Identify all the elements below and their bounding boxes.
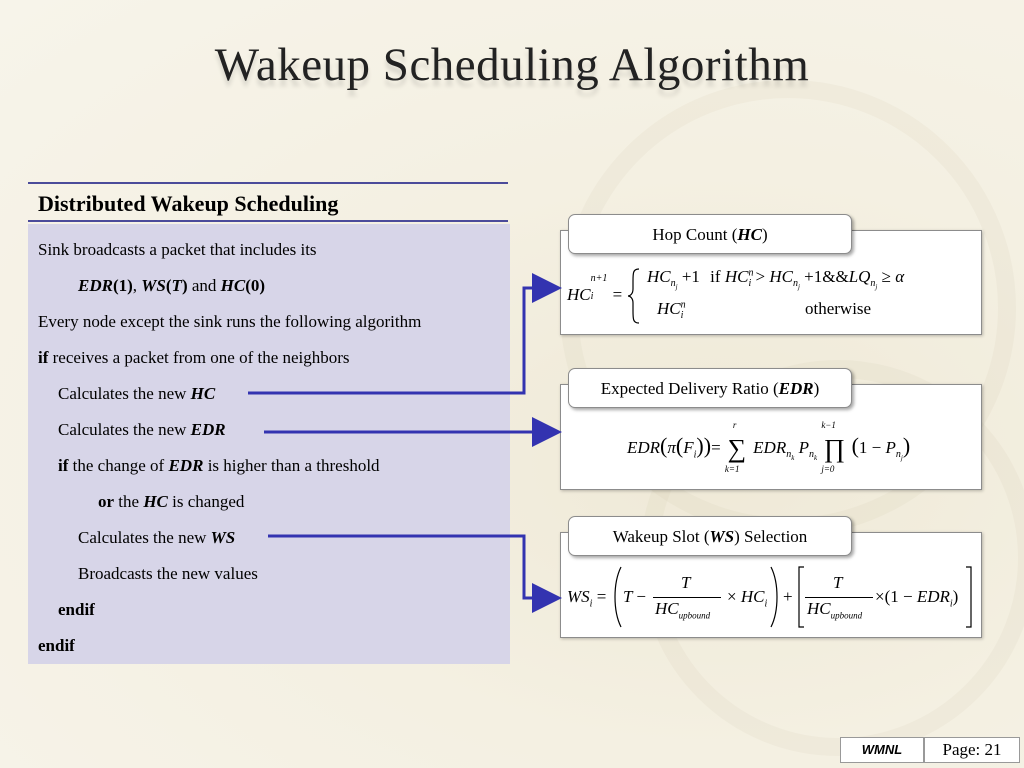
algo-line-5: Calculates the new HC [58, 384, 215, 404]
ws-frac-2-den: HCupbound [807, 599, 863, 621]
ws-paren-right-icon [770, 566, 778, 628]
ws-var: WS [709, 527, 735, 546]
algo-line-11: endif [58, 600, 95, 620]
ws-floor-right-icon [966, 566, 972, 628]
hc-arg: (0) [245, 276, 266, 295]
edr-var: EDR [78, 276, 113, 295]
hc-case-1: HCnj +1 if HCni > HCnj +1&&LQnj ≥ α [647, 267, 905, 292]
algo-line-2: EDR(1), WS(T) and HC(0) [78, 276, 265, 296]
ws-panel-tab: Wakeup Slot (WS) Selection [568, 516, 852, 556]
hc-otherwise: otherwise [805, 299, 872, 318]
tab-label: Wakeup Slot ( [612, 527, 710, 546]
ws-frac-1-num: T [681, 573, 691, 592]
algo-line-7: if the change of EDR is higher than a th… [58, 456, 380, 476]
algo-text: Every node except the sink runs the foll… [38, 312, 422, 331]
ws-plus: + [783, 587, 793, 606]
tab-label: ) [761, 225, 768, 244]
edr-arg: (1) [112, 276, 133, 295]
algo-text: is higher than a threshold [203, 456, 380, 475]
lab-badge: WMNL [840, 737, 924, 763]
algo-line-1: Sink broadcasts a packet that includes i… [38, 240, 317, 260]
ws-var: WS [210, 528, 236, 547]
ws-frac-2-num: T [833, 573, 843, 592]
ws-term-t: T − [623, 587, 646, 606]
tab-label: Expected Delivery Ratio ( [600, 379, 779, 398]
algo-text: Calculates the new [78, 528, 211, 547]
algorithm-body: Sink broadcasts a packet that includes i… [28, 224, 510, 664]
brace-icon [627, 268, 640, 324]
tab-label: ) Selection [734, 527, 808, 546]
ws-floor-left-icon [798, 566, 804, 628]
algo-text: Calculates the new [58, 384, 191, 403]
arrow-hc [248, 273, 562, 395]
algo-text: Broadcasts the new values [78, 564, 258, 583]
ws-paren-left-icon [614, 566, 622, 628]
and-word: and [187, 276, 221, 295]
edr-panel-tab: Expected Delivery Ratio (EDR) [568, 368, 852, 408]
endif-keyword: endif [58, 600, 95, 619]
algo-text: the change of [68, 456, 169, 475]
paren: ) [181, 276, 188, 295]
edr-var: EDR [778, 379, 814, 398]
algo-text: is changed [167, 492, 245, 511]
or-keyword: or [98, 492, 115, 511]
arrow-ws [268, 534, 562, 613]
hc-case-2: HCni [657, 299, 686, 322]
edr-var: EDR [190, 420, 226, 439]
ws-arg: T [171, 276, 182, 295]
algo-line-9: Calculates the new WS [78, 528, 235, 548]
if-keyword: if [58, 456, 69, 475]
algo-line-3: Every node except the sink runs the foll… [38, 312, 421, 332]
algo-line-10: Broadcasts the new values [78, 564, 258, 584]
ws-formula: WSi = [567, 587, 607, 610]
hc-var: HC [190, 384, 216, 403]
tab-label: Hop Count ( [652, 225, 738, 244]
hc-var: HC [737, 225, 762, 244]
algo-line-6: Calculates the new EDR [58, 420, 226, 440]
algo-text: Sink broadcasts a packet that includes i… [38, 240, 317, 259]
paren: ( [165, 276, 172, 295]
tab-label: ) [813, 379, 820, 398]
page-number: Page: 21 [924, 737, 1020, 763]
separator: , [132, 276, 142, 295]
algo-line-12: endif [38, 636, 75, 656]
fraction-bar [653, 597, 721, 598]
edr-var: EDR [168, 456, 204, 475]
hc-panel-tab: Hop Count (HC) [568, 214, 852, 254]
if-keyword: if [38, 348, 49, 367]
hc-var: HC [220, 276, 246, 295]
ws-term-hc: × HCi [727, 587, 768, 610]
algo-text: the [114, 492, 144, 511]
algo-line-4: if receives a packet from one of the nei… [38, 348, 350, 368]
algo-text: Calculates the new [58, 420, 191, 439]
algo-text: receives a packet from one of the neighb… [48, 348, 350, 367]
ws-term-edr: ×(1 − EDRi) [875, 587, 959, 610]
fraction-bar [805, 597, 873, 598]
algorithm-heading-bar: Distributed Wakeup Scheduling [28, 182, 508, 222]
hc-var: HC [143, 492, 168, 511]
slide-title: Wakeup Scheduling Algorithm [214, 39, 810, 91]
algorithm-heading: Distributed Wakeup Scheduling [38, 191, 339, 216]
ws-var: WS [141, 276, 166, 295]
endif-keyword: endif [38, 636, 75, 655]
ws-frac-1-den: HCupbound [655, 599, 711, 621]
algo-line-8: or the HC is changed [98, 492, 244, 512]
if-word: if [710, 267, 721, 286]
